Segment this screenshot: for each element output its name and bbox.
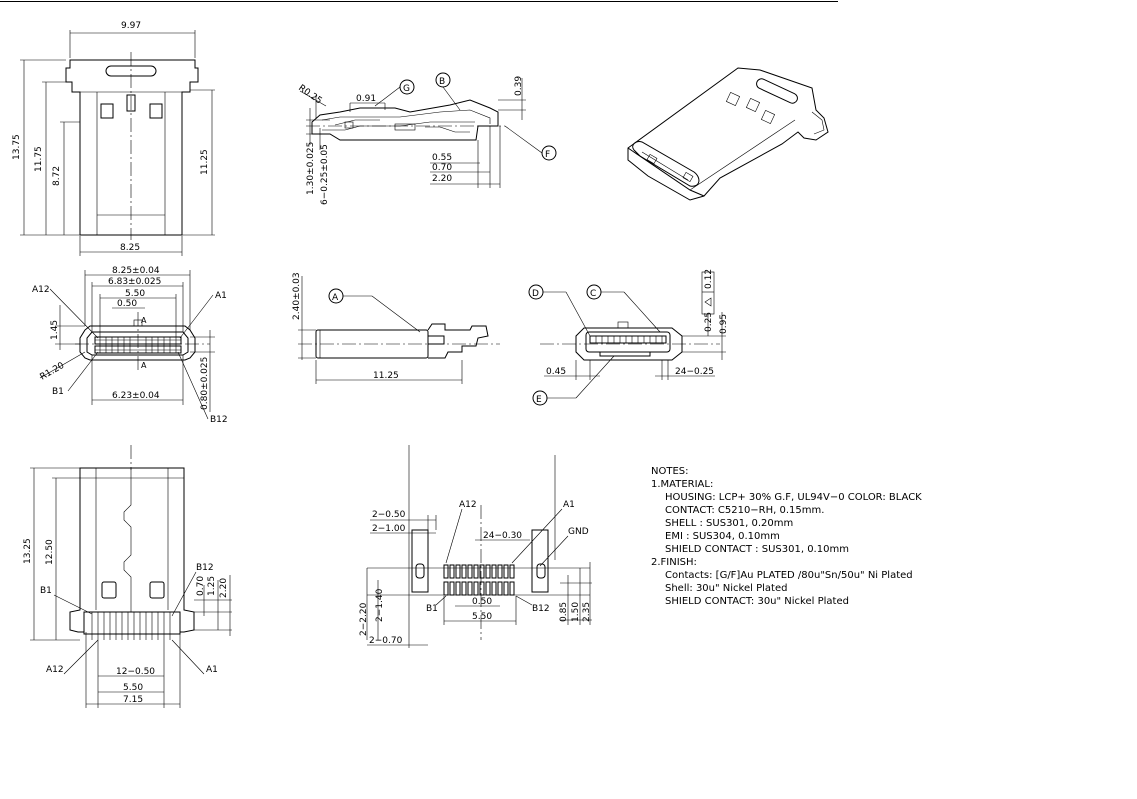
dim-top-bottom-width: 8.25 [120, 243, 140, 253]
notes-housing: HOUSING: LCP+ 30% G.F, UL94V−0 COLOR: BL… [665, 492, 922, 503]
dim-side-r025: R0.25 [296, 83, 323, 106]
callout-f-label: F [545, 150, 550, 160]
dim-fp-050: 0.50 [472, 597, 492, 607]
dim-front-r120: R1.20 [39, 361, 67, 383]
dim-side-220: 2.20 [432, 174, 452, 184]
dim-side-130: 1.30±0.025 [306, 142, 316, 195]
dim-mid2-012: 0.12 [704, 269, 714, 289]
dim-front-145: 1.45 [50, 320, 60, 340]
dim-mid2-025: 0.25 [704, 312, 714, 332]
end-view: 0.12 0.25 0.95 0.45 24−0.25 D C E [528, 269, 729, 406]
callout-e-label: E [536, 395, 542, 405]
side-section-view: R0.25 0.91 0.39 1.30±0.025 6−0.25±0.05 0… [296, 72, 557, 205]
notes-contact: CONTACT: C5210−RH, 0.15mm. [665, 505, 825, 516]
bottom-view: 13.25 12.50 0.70 1.25 2.20 B12 B1 A12 A1… [23, 445, 232, 708]
dim-mid2-045: 0.45 [546, 367, 566, 377]
dim-mid-240: 2.40±0.03 [292, 272, 302, 320]
dim-fp-24x030: 24−0.30 [483, 531, 522, 541]
dim-bot-1250: 12.50 [45, 539, 55, 565]
dim-top-h2: 11.75 [34, 146, 44, 172]
front-center-mark-top: A [141, 316, 147, 325]
notes-finish-shell: Shell: 30u" Nickel Plated [665, 583, 788, 594]
dim-bot-125: 1.25 [207, 576, 217, 596]
dim-front-550: 5.50 [125, 289, 145, 299]
top-view: 9.97 13.75 11.75 8.72 11.25 8.25 [12, 21, 215, 256]
dim-bot-070: 0.70 [196, 576, 206, 596]
front-pin-b1: B1 [52, 387, 64, 397]
notes-shell: SHELL : SUS301, 0.20mm [665, 518, 794, 529]
dim-bot-715: 7.15 [123, 695, 143, 705]
dim-side-070: 0.70 [432, 163, 452, 173]
dim-front-050: 0.50 [117, 299, 137, 309]
isometric-view [627, 67, 829, 201]
pcb-footprint-view: 2−0.50 2−1.00 A12 A1 24−0.30 GND B1 0.50… [359, 445, 592, 648]
dim-bot-1325: 13.25 [23, 538, 33, 564]
fp-pin-b12: B12 [532, 604, 550, 614]
dim-mid2-24x025: 24−0.25 [675, 367, 714, 377]
fp-gnd: GND [568, 527, 589, 537]
callout-c-label: C [590, 289, 596, 299]
notes-material-heading: 1.MATERIAL: [651, 479, 714, 490]
dim-top-h4: 11.25 [200, 149, 210, 175]
dim-fp-2x100: 2−1.00 [372, 524, 406, 534]
dim-side-039: 0.39 [514, 76, 524, 96]
front-center-mark-bottom: A [141, 361, 147, 370]
fp-pin-a1: A1 [563, 500, 575, 510]
dim-side-6x025: 6−0.25±0.05 [320, 144, 330, 205]
dim-front-623: 6.23±0.04 [112, 391, 160, 401]
bot-pin-b12: B12 [196, 563, 214, 573]
callout-g-label: G [403, 84, 410, 94]
fp-pin-a12: A12 [459, 500, 477, 510]
callout-d-label: D [532, 289, 539, 299]
front-pin-a12: A12 [32, 285, 50, 295]
callout-b-label: B [439, 77, 445, 87]
bot-pin-b1: B1 [40, 586, 52, 596]
dim-top-h1: 13.75 [12, 134, 22, 160]
bot-pin-a12: A12 [46, 665, 64, 675]
dim-fp-2x220: 2−2.20 [359, 602, 369, 636]
dim-fp-235: 2.35 [582, 602, 592, 622]
dim-bot-550: 5.50 [123, 683, 143, 693]
notes-finish-heading: 2.FINISH: [651, 557, 697, 568]
dim-mid2-095: 0.95 [719, 314, 729, 334]
dim-top-width: 9.97 [121, 21, 141, 31]
notes-emi: EMI : SUS304, 0.10mm [665, 531, 780, 542]
dim-side-091: 0.91 [356, 94, 376, 104]
dim-fp-550: 5.50 [472, 612, 492, 622]
front-pin-a1: A1 [215, 291, 227, 301]
notes-block: NOTES: 1.MATERIAL: HOUSING: LCP+ 30% G.F… [651, 465, 922, 608]
dim-fp-2x140: 2−1.40 [375, 588, 385, 622]
notes-shield-contact: SHIELD CONTACT : SUS301, 0.10mm [665, 544, 849, 555]
fp-pin-b1: B1 [426, 604, 438, 614]
front-pin-b12: B12 [210, 415, 228, 425]
notes-title: NOTES: [651, 466, 689, 477]
bot-pin-a1: A1 [206, 665, 218, 675]
side-profile-view: 2.40±0.03 11.25 A [292, 272, 500, 384]
dim-bot-220: 2.20 [219, 578, 229, 598]
dim-fp-2x050: 2−0.50 [372, 510, 406, 520]
notes-finish-shield: SHIELD CONTACT: 30u" Nickel Plated [665, 596, 849, 607]
dim-fp-2x070: 2−0.70 [369, 636, 403, 646]
dim-bot-12x050: 12−0.50 [116, 667, 155, 677]
callout-a-label: A [332, 293, 339, 303]
dim-fp-150: 1.50 [571, 602, 581, 622]
dim-front-080: 0.80±0.025 [200, 357, 210, 410]
dim-top-h3: 8.72 [52, 166, 62, 186]
dim-front-825: 8.25±0.04 [112, 266, 160, 276]
dim-side-055: 0.55 [432, 153, 452, 163]
front-view: A A 8.25±0.04 6.83±0.025 5.50 0.50 1.45 [32, 266, 228, 425]
dim-fp-085: 0.85 [559, 602, 569, 622]
notes-finish-contacts: Contacts: [G/F]Au PLATED /80u"Sn/50u" Ni… [665, 570, 913, 581]
dim-mid-1125: 11.25 [373, 371, 399, 381]
dim-front-683: 6.83±0.025 [108, 277, 161, 287]
